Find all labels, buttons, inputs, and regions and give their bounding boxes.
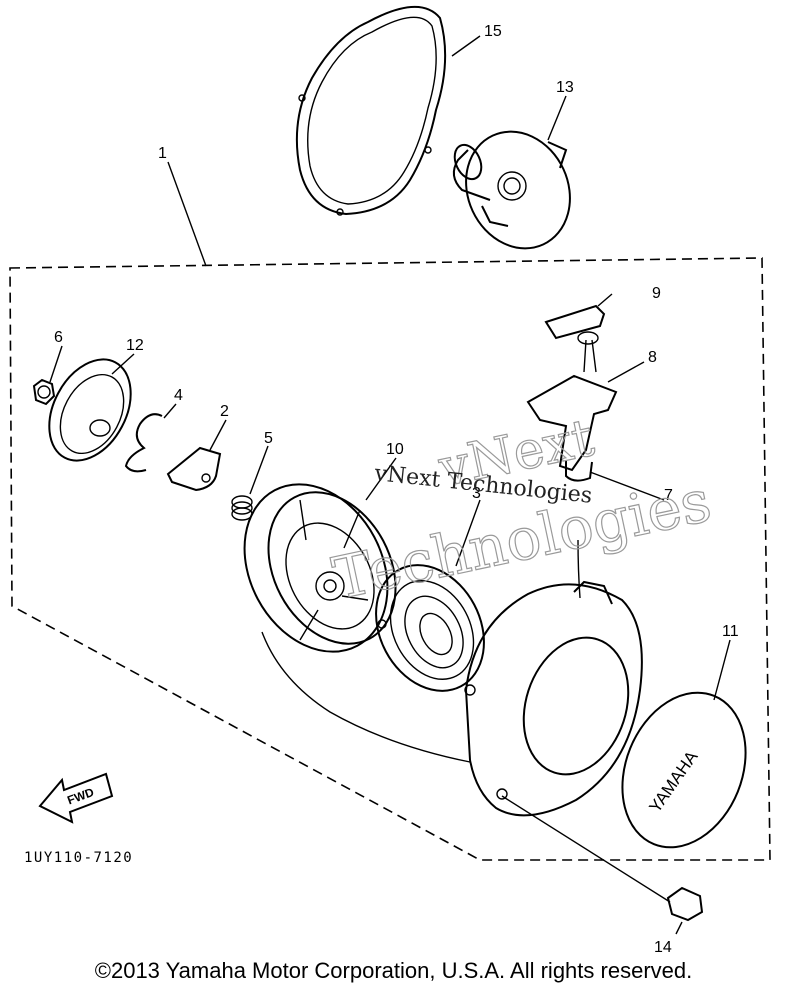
fwd-direction-arrow: FWD [38, 772, 114, 824]
callout-numbers: 1 2 3 4 5 6 7 8 9 10 11 12 13 14 15 [54, 23, 739, 956]
callout-13: 13 [556, 79, 574, 96]
ratchet-pawl [166, 446, 222, 492]
bolt [501, 795, 704, 922]
spring-clip [124, 413, 163, 473]
starter-handle [526, 331, 618, 482]
small-spring [231, 495, 253, 521]
recoil-spring [375, 564, 485, 692]
callout-5: 5 [264, 430, 273, 447]
callout-4: 4 [174, 387, 183, 404]
leader-lines [49, 35, 731, 935]
nut [32, 378, 56, 406]
starter-case [464, 580, 643, 817]
copyright-notice: ©2013 Yamaha Motor Corporation, U.S.A. A… [94, 958, 693, 983]
callout-8: 8 [648, 349, 657, 366]
callout-2: 2 [220, 403, 229, 420]
recoil-reel [243, 483, 397, 653]
assembly-boundary [9, 257, 771, 861]
callout-1: 1 [158, 145, 167, 162]
gasket [295, 6, 447, 216]
callout-15: 15 [484, 23, 502, 40]
callout-14: 14 [654, 939, 672, 956]
figure-code: 1UY110-7120 [24, 850, 133, 866]
callout-10: 10 [386, 441, 404, 458]
starter-pulley [452, 130, 571, 250]
callout-3: 3 [472, 485, 481, 502]
callout-11: 11 [722, 623, 739, 640]
friction-plate [48, 358, 132, 462]
watermark: vNext Technologies vNext Technologies [326, 407, 717, 613]
callout-6: 6 [54, 329, 63, 346]
callout-12: 12 [126, 337, 144, 354]
starter-rope [261, 539, 581, 763]
handle-cap [544, 304, 606, 340]
yamaha-emblem: YAMAHA [621, 691, 747, 849]
emblem-text: YAMAHA [645, 747, 701, 816]
callout-7: 7 [664, 487, 673, 504]
callout-9: 9 [652, 285, 661, 302]
